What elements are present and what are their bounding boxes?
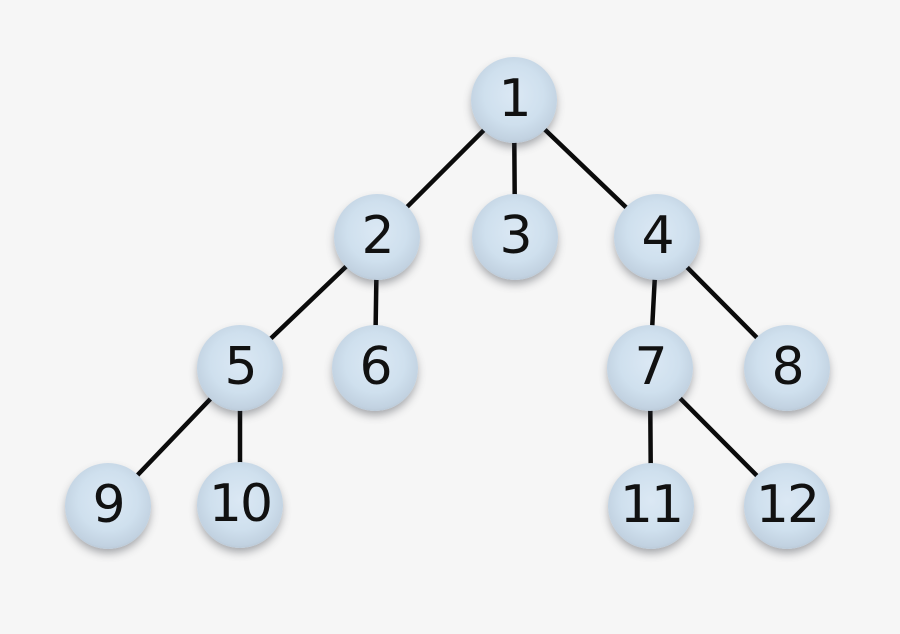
tree-node-label: 4 bbox=[641, 206, 674, 266]
tree-node-9: 9 bbox=[65, 463, 151, 549]
tree-node-label: 3 bbox=[499, 206, 532, 266]
tree-node-label: 8 bbox=[771, 337, 804, 397]
tree-node-label: 1 bbox=[498, 69, 531, 129]
tree-node-11: 11 bbox=[608, 463, 694, 549]
tree-node-8: 8 bbox=[744, 325, 830, 411]
tree-node-label: 10 bbox=[208, 474, 273, 534]
tree-node-3: 3 bbox=[472, 194, 558, 280]
tree-node-7: 7 bbox=[607, 325, 693, 411]
tree-node-label: 11 bbox=[619, 475, 684, 535]
tree-node-label: 12 bbox=[755, 475, 820, 535]
tree-node-2: 2 bbox=[334, 194, 420, 280]
tree-node-label: 6 bbox=[359, 337, 392, 397]
tree-node-label: 5 bbox=[224, 337, 257, 397]
tree-node-5: 5 bbox=[197, 325, 283, 411]
tree-node-12: 12 bbox=[744, 463, 830, 549]
tree-node-4: 4 bbox=[614, 194, 700, 280]
tree-node-6: 6 bbox=[332, 325, 418, 411]
tree-node-label: 7 bbox=[634, 337, 667, 397]
tree-node-label: 2 bbox=[361, 206, 394, 266]
tree-node-label: 9 bbox=[92, 475, 125, 535]
tree-node-1: 1 bbox=[471, 57, 557, 143]
tree-node-10: 10 bbox=[197, 462, 283, 548]
